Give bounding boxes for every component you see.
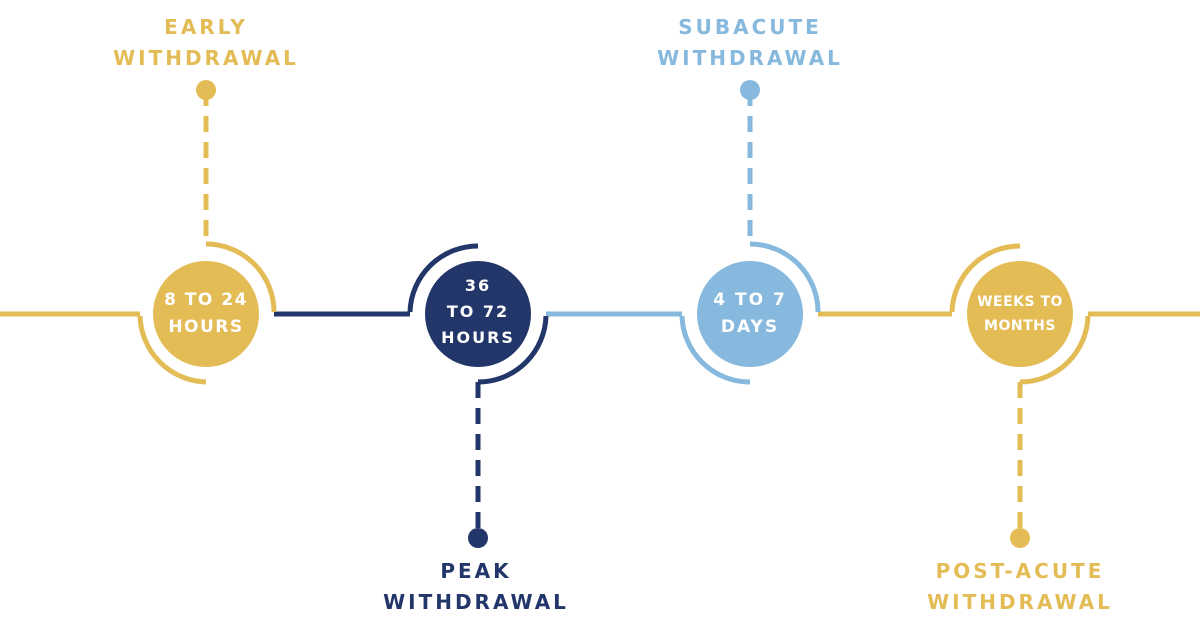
stage-postacute-dot: [1010, 528, 1030, 548]
stage-postacute-arc: [949, 243, 1021, 313]
stage-subacute-dot: [740, 80, 760, 100]
stage-peak-name: PEAK WITHDRAWAL: [383, 556, 569, 618]
stage-early: [137, 80, 277, 385]
stage-peak-arc-lower: [477, 315, 549, 385]
stage-peak-circle: [425, 261, 531, 367]
stage-peak-name-line-2: WITHDRAWAL: [383, 590, 569, 614]
stage-early-dot: [196, 80, 216, 100]
stage-postacute-name-line-2: WITHDRAWAL: [927, 590, 1113, 614]
stage-postacute: [949, 243, 1091, 548]
stage-early-time: 8 TO 24 HOURS: [164, 287, 248, 341]
stage-subacute-time-line-1: 4 TO 7: [713, 290, 787, 310]
stage-early-time-line-2: HOURS: [168, 317, 244, 337]
stage-subacute: [679, 80, 821, 385]
stage-subacute-time-line-2: DAYS: [720, 317, 780, 337]
stage-subacute-circle: [697, 261, 803, 367]
stage-postacute-time-line-2: MONTHS: [984, 318, 1056, 334]
stage-peak: [407, 243, 549, 548]
stage-postacute-arc-lower: [1019, 315, 1091, 385]
stage-postacute-name-line-1: POST-ACUTE: [935, 559, 1105, 583]
stage-early-name: EARLY WITHDRAWAL: [113, 12, 299, 74]
stage-postacute-time-line-1: WEEKS TO: [977, 294, 1063, 310]
stage-early-time-line-1: 8 TO 24: [164, 290, 248, 310]
stage-postacute-circle: [967, 261, 1073, 367]
stage-peak-arc: [407, 243, 479, 313]
stage-subacute-arc: [749, 241, 821, 313]
stage-subacute-name-line-1: SUBACUTE: [678, 15, 822, 39]
stage-subacute-name: SUBACUTE WITHDRAWAL: [657, 12, 843, 74]
stage-early-name-line-2: WITHDRAWAL: [113, 46, 299, 70]
stage-subacute-time: 4 TO 7 DAYS: [713, 287, 787, 341]
stage-peak-name-line-1: PEAK: [440, 559, 512, 583]
stage-subacute-name-line-2: WITHDRAWAL: [657, 46, 843, 70]
stage-peak-time-line-3: HOURS: [441, 328, 515, 347]
stage-peak-time-line-1: 36: [464, 276, 492, 295]
stage-peak-dot: [468, 528, 488, 548]
stage-early-name-line-1: EARLY: [164, 15, 248, 39]
stage-postacute-time: WEEKS TO MONTHS: [977, 290, 1063, 338]
stage-postacute-name: POST-ACUTE WITHDRAWAL: [927, 556, 1113, 618]
stage-early-arc: [205, 241, 277, 313]
stage-early-circle: [153, 261, 259, 367]
stage-early-arc-lower: [137, 315, 207, 385]
stage-subacute-arc-lower: [679, 315, 751, 385]
stage-peak-time: 36 TO 72 HOURS: [441, 273, 515, 351]
stage-peak-time-line-2: TO 72: [446, 302, 510, 321]
